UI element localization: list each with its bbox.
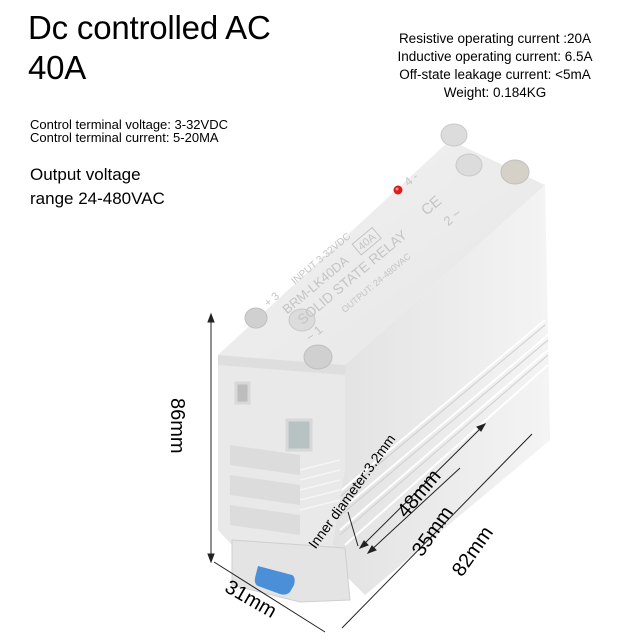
spec-weight: Weight: 0.184KG: [443, 85, 547, 100]
heatsink-fins: [230, 445, 300, 535]
terminal-hole: [440, 123, 468, 147]
output-voltage-line-2: range 24-480VAC: [30, 189, 165, 208]
terminal-hole: [500, 159, 530, 185]
label-terminal-4: 4 -: [401, 169, 421, 189]
blue-clip-icon: [254, 566, 295, 595]
relay-side-face: [330, 185, 550, 595]
terminal-hole: [288, 308, 316, 332]
rail-length-dim-line: [359, 423, 486, 549]
control-current: Control terminal current: 5-20MA: [30, 130, 219, 145]
specs-list: Resistive operating current :20A Inducti…: [360, 30, 630, 102]
spec-resistive-current: Resistive operating current :20A: [398, 31, 592, 46]
terminal-hole: [303, 344, 333, 370]
hole-spacing-dim-line: [367, 467, 461, 554]
heatsink-rails: [329, 319, 549, 546]
control-voltage: Control terminal voltage: 3-32VDC: [30, 117, 228, 132]
spec-inductive-current: Inductive operating current: 6.5A: [397, 49, 593, 64]
output-voltage-line-1: Output voltage: [30, 165, 141, 184]
rating-badge-box: [351, 226, 382, 256]
height-dimension-label: 86mm: [166, 398, 188, 454]
spec-leakage-current: Off-state leakage current: <5mA: [399, 67, 591, 82]
screw-window: [285, 418, 313, 452]
terminal-holes: [244, 123, 530, 370]
control-specs: Control terminal voltage: 3-32VDC Contro…: [30, 118, 228, 144]
screw-window: [234, 381, 251, 405]
dimension-lines: [207, 312, 533, 633]
length-dim-line: [341, 433, 533, 629]
title-line-1: Dc controlled AC: [28, 9, 271, 46]
product-title: Dc controlled AC 40A: [28, 8, 271, 88]
output-voltage: Output voltage range 24-480VAC: [30, 163, 165, 211]
width-dim-line: [213, 561, 326, 633]
inner-diameter-leader: [347, 511, 359, 547]
terminal-hole: [455, 153, 483, 177]
title-line-2: 40A: [28, 49, 87, 86]
terminal-hole: [244, 307, 268, 329]
